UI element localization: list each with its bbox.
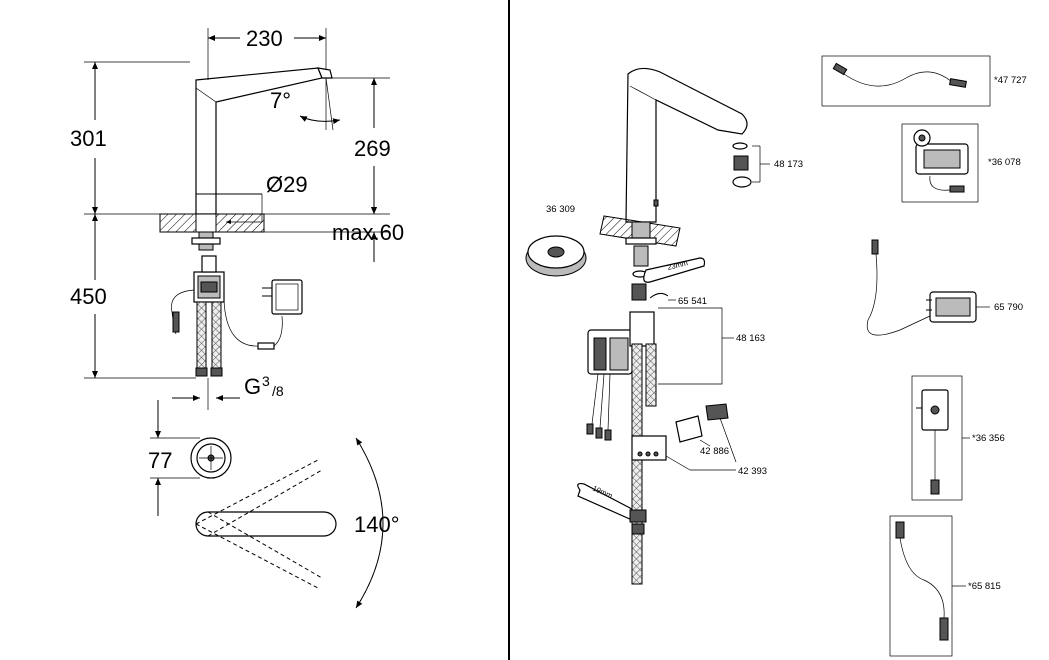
dim-thread-g: G <box>244 374 261 399</box>
extension-cable-box <box>889 515 966 657</box>
power-supply <box>866 239 990 336</box>
dim-spout-angle: 7° <box>270 88 291 113</box>
faucet-side-view <box>159 67 333 377</box>
exploded-parts-view: 48 173 36 309 23mm 65 541 <box>525 55 1027 657</box>
dim-total-height: 301 <box>70 126 107 151</box>
part-power-supply: 65 790 <box>994 302 1023 313</box>
dim-thread-den: /8 <box>272 383 284 399</box>
part-cable: *47 727 <box>994 75 1027 86</box>
dim-diameter: Ø29 <box>266 172 308 197</box>
dim-max-thickness: max.60 <box>332 220 404 245</box>
mount-ring <box>525 235 587 277</box>
aerator-parts <box>732 142 770 188</box>
dim-spout-reach: 230 <box>246 26 283 51</box>
connectors <box>631 403 737 471</box>
cable-box <box>821 55 991 107</box>
sensor-box <box>911 375 970 501</box>
valve-module-box <box>901 123 979 203</box>
part-mount-ring: 36 309 <box>546 204 575 215</box>
spanner-19mm <box>577 483 647 535</box>
dimension-drawing: 230 301 7° 269 Ø29 max.60 450 G 3 /8 77 … <box>70 26 404 609</box>
part-connector-b: 42 393 <box>738 466 767 477</box>
power-adapter-small <box>271 279 303 315</box>
faucet-body <box>599 67 748 247</box>
faucet-top-view <box>190 437 384 609</box>
part-sensor-box: *36 356 <box>972 433 1005 444</box>
spanner-23mm <box>643 257 706 283</box>
part-connector-a: 42 886 <box>700 446 729 457</box>
dim-swivel-angle: 140° <box>354 512 400 537</box>
dim-thread-num: 3 <box>262 373 270 389</box>
part-clip: 65 541 <box>678 296 707 307</box>
part-valve-module: *36 078 <box>988 157 1021 168</box>
part-extension-cable: *65 815 <box>968 581 1001 592</box>
part-control-unit: 48 163 <box>736 333 765 344</box>
part-aerator: 48 173 <box>774 159 803 170</box>
dim-outlet-height: 269 <box>354 136 391 161</box>
dim-hose-length: 450 <box>70 284 107 309</box>
control-unit <box>586 307 734 585</box>
dim-base-diameter: 77 <box>148 448 172 473</box>
dimension-lines <box>84 28 390 516</box>
